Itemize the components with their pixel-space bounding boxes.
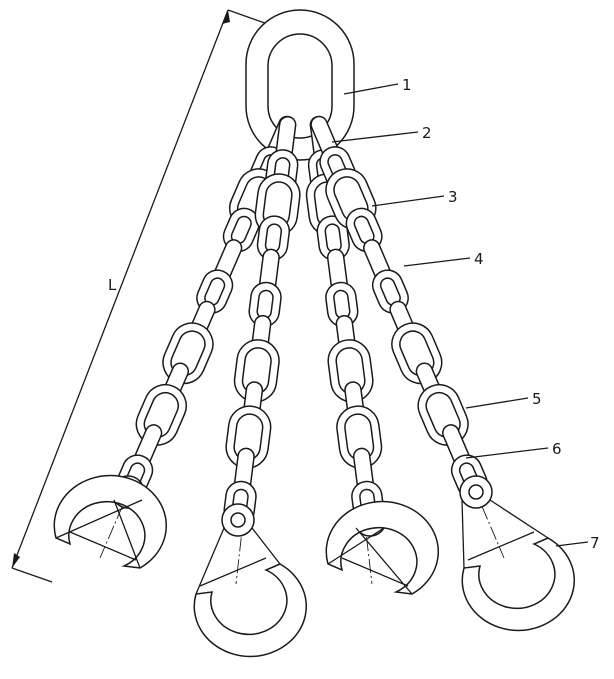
hook	[325, 500, 439, 595]
callout-2: 2	[422, 124, 432, 142]
leg-4	[310, 115, 575, 632]
chain-link	[391, 322, 443, 385]
chain-link	[233, 339, 280, 403]
leg-2	[193, 115, 307, 658]
hook	[193, 503, 307, 658]
callout-5: 5	[532, 390, 542, 408]
chain-link	[256, 215, 291, 261]
chain-link	[417, 383, 469, 446]
chain-link	[316, 215, 350, 261]
chain-link	[327, 339, 374, 403]
hook	[459, 475, 575, 632]
callout-3: 3	[448, 188, 458, 206]
chain-link	[162, 322, 214, 385]
chain-link	[135, 383, 188, 446]
callouts: 1 2 3 4 5 6 7	[331, 76, 600, 552]
callout-4: 4	[474, 250, 484, 268]
hook	[53, 474, 167, 569]
callout-7: 7	[590, 534, 600, 552]
dimension-label: L	[108, 276, 117, 294]
callout-1: 1	[402, 76, 412, 94]
chain-link	[336, 405, 383, 469]
chain-link	[248, 281, 282, 328]
callout-6: 6	[552, 440, 562, 458]
dimension-l: L	[11, 9, 319, 583]
master-link	[245, 9, 355, 161]
